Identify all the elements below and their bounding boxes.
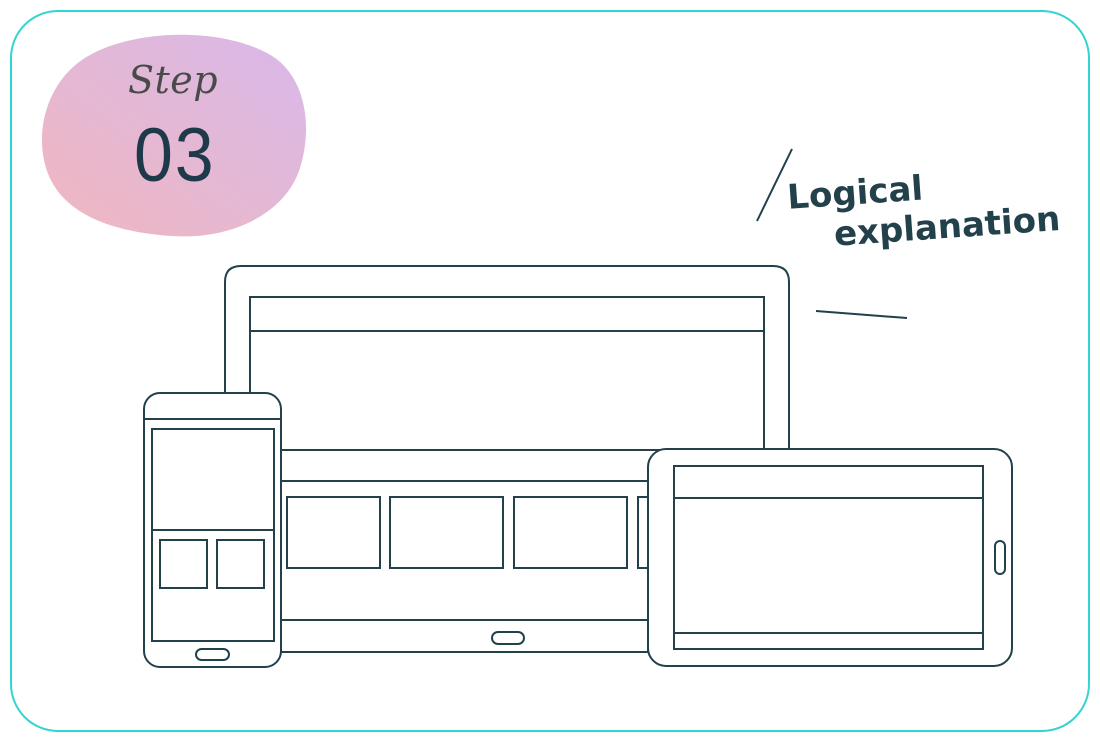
accent-line-top — [756, 148, 793, 222]
accent-line-bottom — [815, 310, 908, 319]
tablet-icon — [647, 448, 1013, 667]
step-label: Step — [128, 58, 219, 102]
step-number: 03 — [134, 113, 216, 198]
step-badge-blob — [42, 34, 306, 237]
phone-icon — [143, 392, 282, 668]
